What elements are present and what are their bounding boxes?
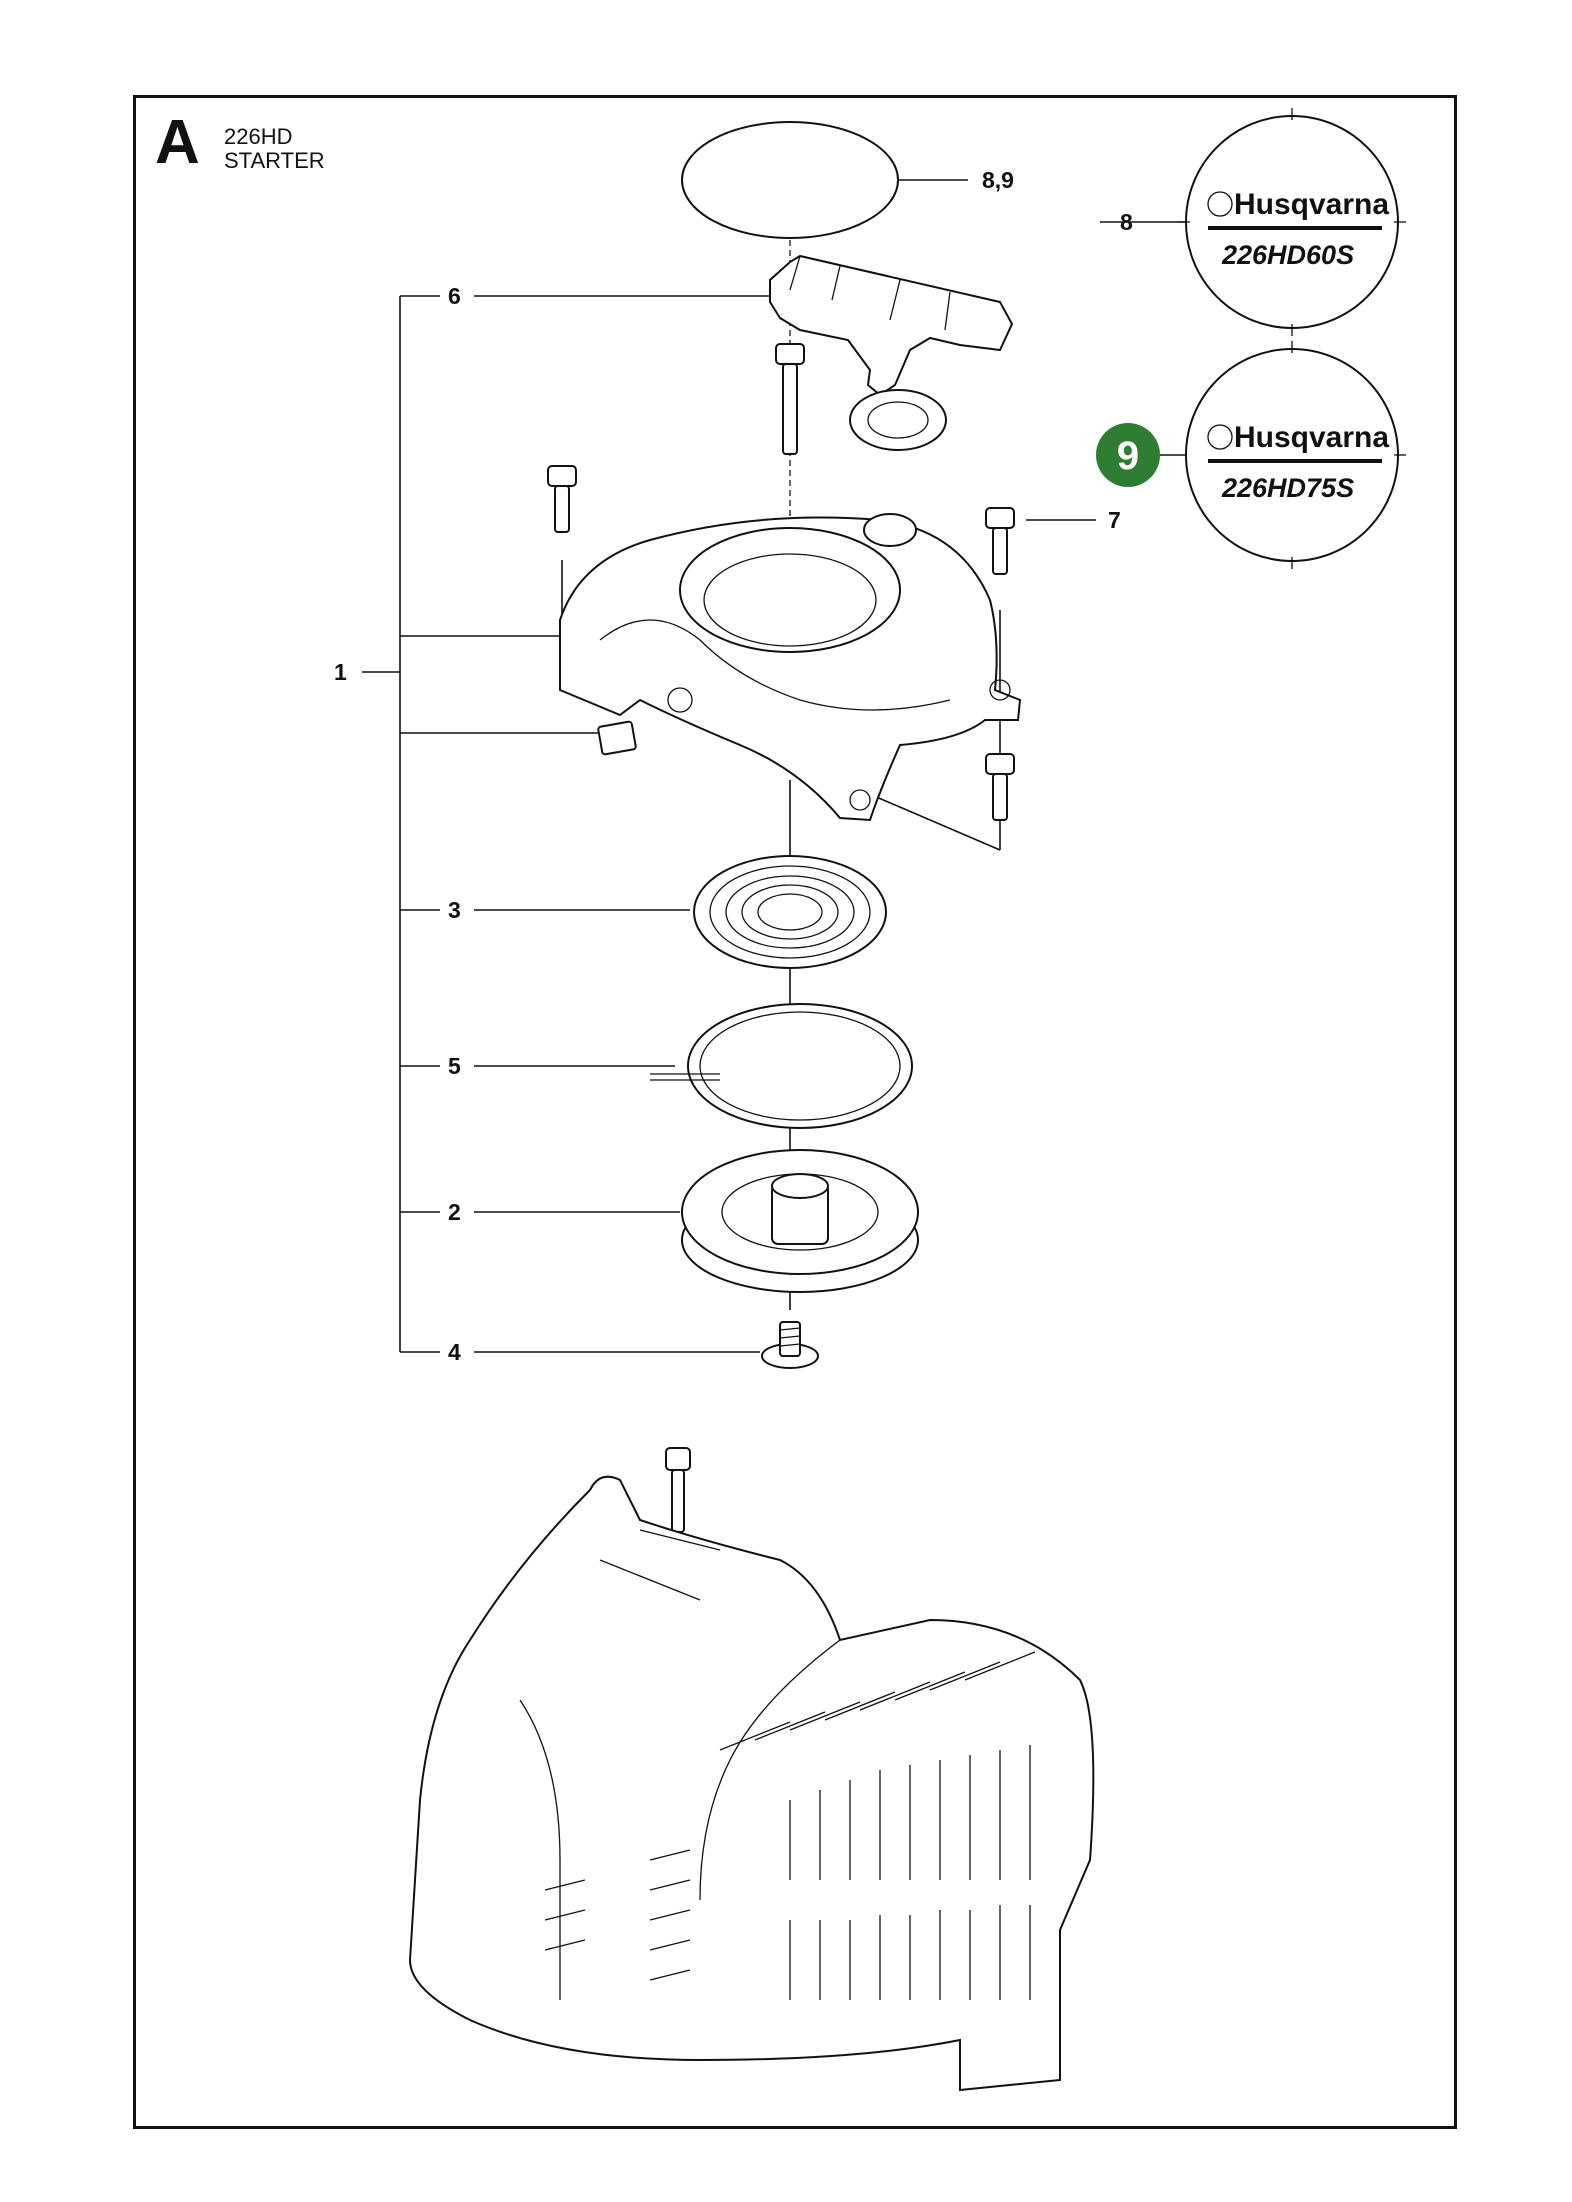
assembly-bracket — [362, 295, 600, 1353]
decal-8-brand: Husqvarna — [1234, 188, 1389, 221]
callout-1: 1 — [334, 659, 347, 685]
recoil-spring — [693, 855, 887, 969]
screw-top — [775, 343, 805, 455]
callout-4: 4 — [448, 1339, 461, 1365]
decal-9-226HD75S: Husqvarna 226HD75S — [1185, 341, 1406, 569]
screw-left — [547, 465, 577, 533]
decal-9-brand: Husqvarna — [1234, 421, 1389, 454]
decal-blank-ellipse — [681, 121, 899, 239]
decal-9-model: 226HD75S — [1221, 473, 1354, 503]
callout-8: 8 — [1120, 209, 1133, 235]
starter-handle — [769, 254, 1014, 451]
callout-6: 6 — [448, 283, 461, 309]
husqvarna-crown-icon — [1207, 424, 1233, 450]
rope-pulley — [681, 1149, 919, 1293]
cooling-vents-top — [719, 1651, 1036, 1751]
section-letter: A — [155, 108, 200, 177]
callout-7: 7 — [1108, 507, 1121, 533]
callout-5: 5 — [448, 1053, 461, 1079]
callout-2: 2 — [448, 1199, 461, 1225]
square-nut — [597, 720, 637, 756]
callout-3: 3 — [448, 897, 461, 923]
decal-8-model: 226HD60S — [1221, 240, 1354, 270]
cooling-vents-side — [544, 1745, 1031, 2000]
screw-right-7 — [985, 507, 1015, 575]
callout-8-9: 8,9 — [982, 167, 1014, 193]
husqvarna-crown-icon — [1207, 191, 1233, 217]
header-title: STARTER — [224, 148, 325, 173]
starter-housing — [559, 513, 1022, 822]
header-model: 226HD — [224, 124, 293, 149]
center-bolt — [761, 1321, 819, 1369]
decal-8-226HD60S: Husqvarna 226HD60S — [1178, 108, 1406, 336]
callout-9-label: 9 — [1117, 434, 1139, 478]
starter-rope-coil — [650, 1003, 913, 1129]
engine-cover — [408, 1447, 1095, 2092]
page-frame — [133, 95, 1457, 2129]
screw-right-lower — [985, 753, 1015, 821]
callout-9-badge: 9 — [1096, 423, 1160, 487]
